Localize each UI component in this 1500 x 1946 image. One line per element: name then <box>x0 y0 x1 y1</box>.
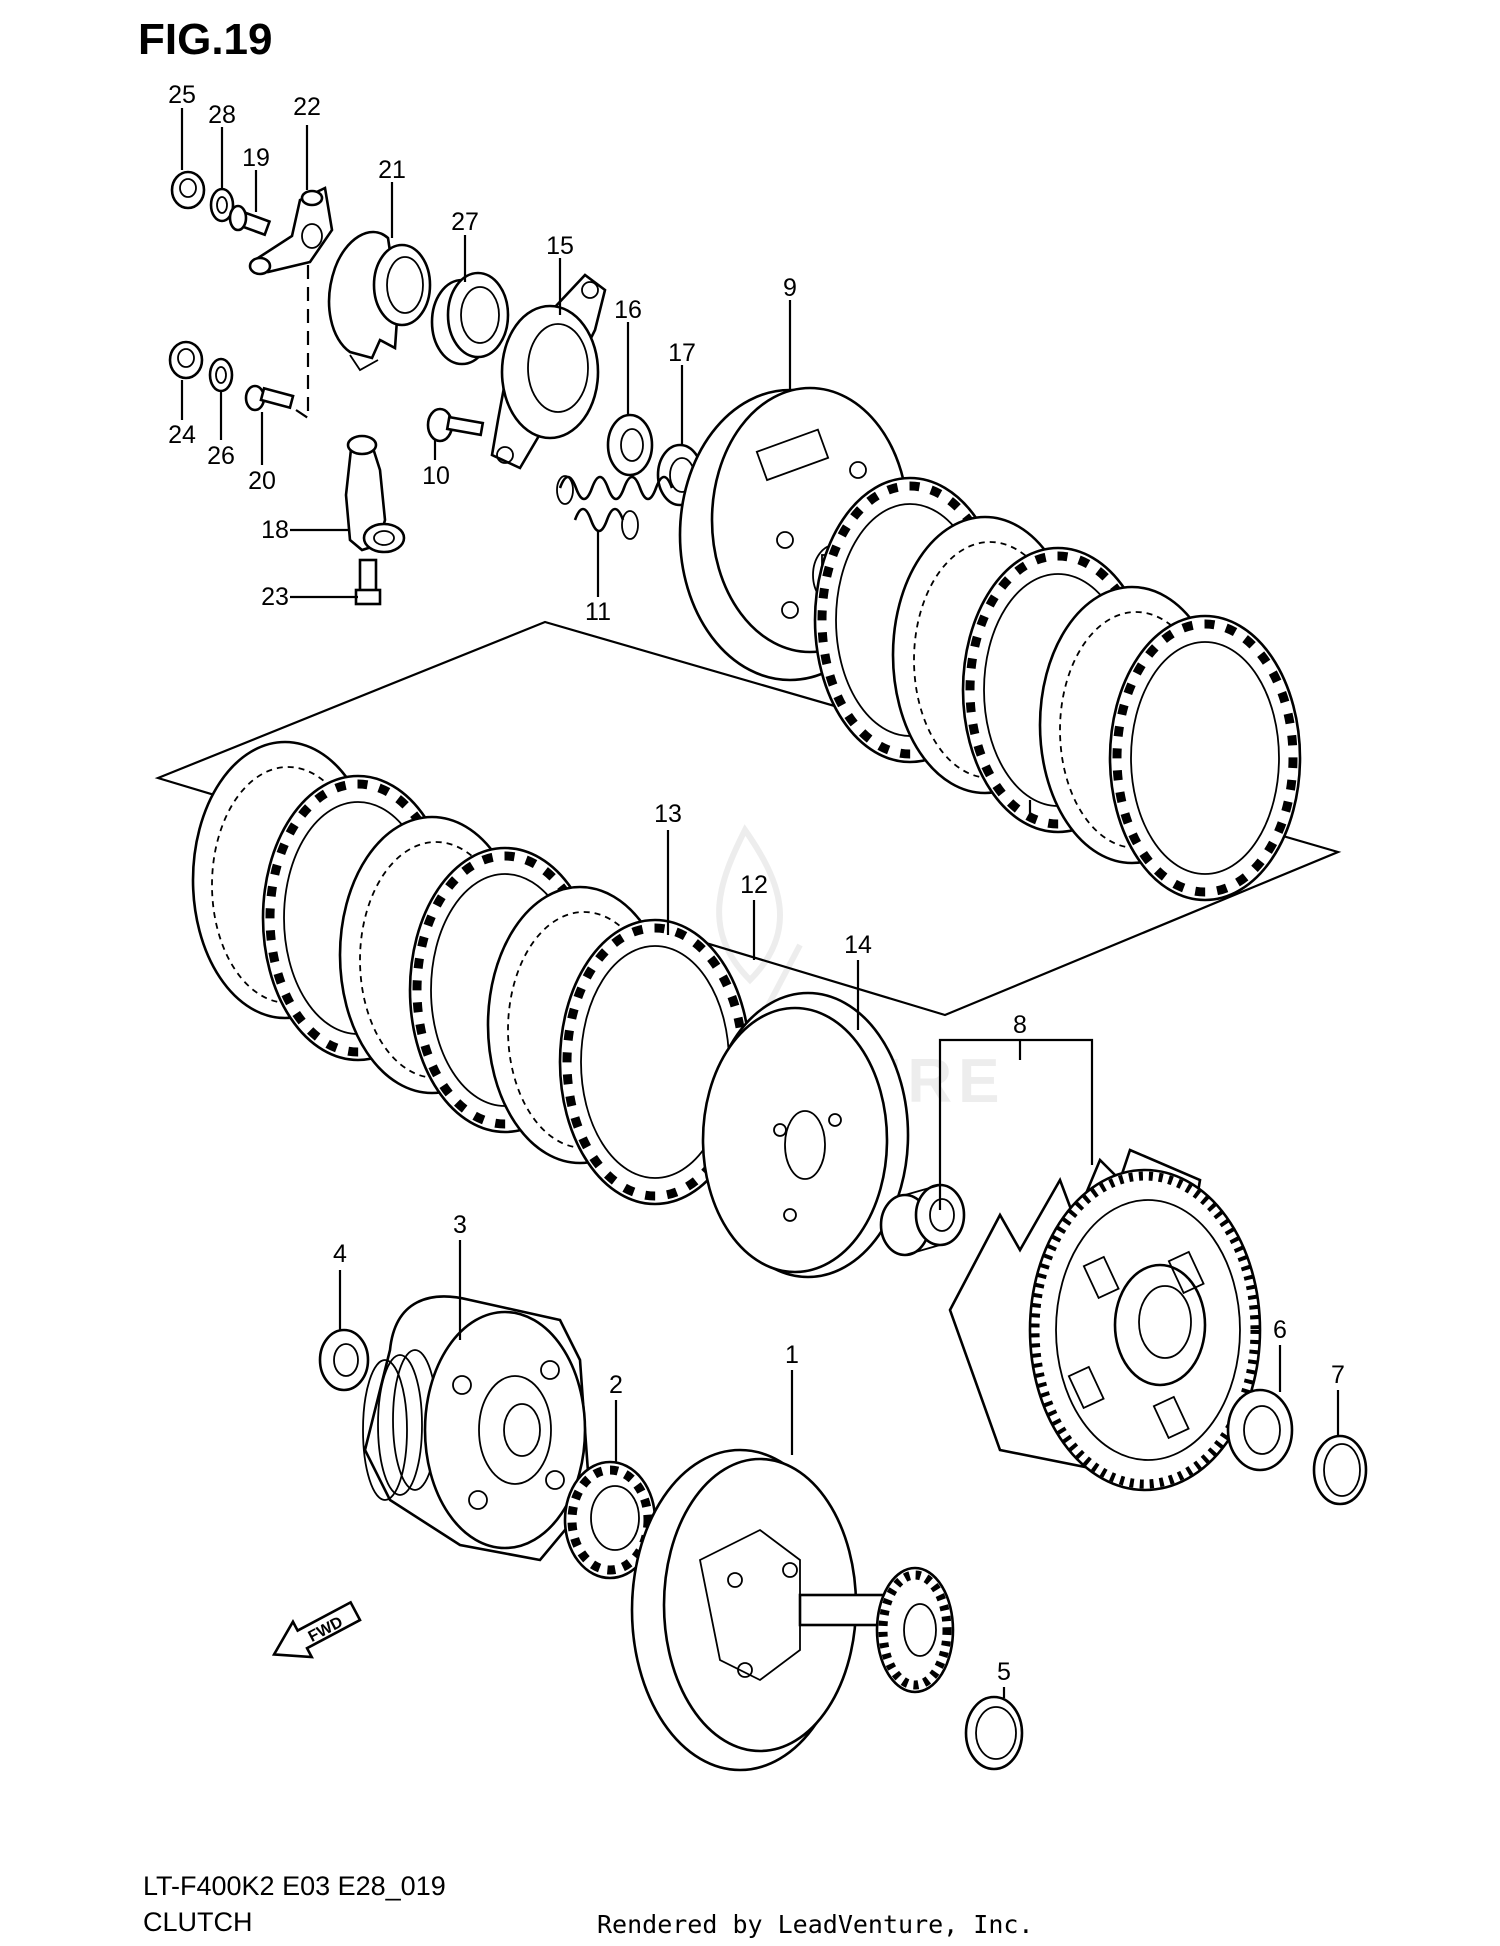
part-28-washer <box>209 187 235 223</box>
callout-17: 17 <box>668 339 696 367</box>
callout-9: 9 <box>783 274 797 302</box>
part-16-nut <box>606 413 654 477</box>
leader-dash-22-20 <box>295 265 310 421</box>
part-25-nut <box>170 170 206 210</box>
part-15-retainer <box>490 273 607 470</box>
figure-title: FIG.19 <box>138 15 273 64</box>
callout-24: 24 <box>168 421 196 449</box>
part-5-washer <box>964 1695 1024 1771</box>
part-11-springs <box>556 475 674 540</box>
callout-21: 21 <box>378 156 406 184</box>
leader-lines <box>180 108 1340 1698</box>
part-20-bolt <box>244 384 295 412</box>
part-4-nut <box>318 1328 370 1392</box>
part-18-arm <box>344 434 406 554</box>
part-8-sleeve <box>879 1183 966 1257</box>
callout-27: 27 <box>451 208 479 236</box>
callout-16: 16 <box>614 296 642 324</box>
rendered-by: Rendered by LeadVenture, Inc. <box>597 1910 1034 1939</box>
part-2-one-way-clutch <box>563 1460 657 1580</box>
callout-19: 19 <box>242 144 270 172</box>
friction-plate-c <box>1108 614 1302 902</box>
callout-3: 3 <box>453 1211 467 1239</box>
callout-23: 23 <box>261 583 289 611</box>
callout-20: 20 <box>248 467 276 495</box>
part-24-nut <box>168 340 204 380</box>
part-21-housing <box>327 230 432 372</box>
part-3-shoe-assembly <box>362 1295 592 1562</box>
part-23-bolt <box>354 558 382 606</box>
callout-12: 12 <box>740 871 768 899</box>
part-27-bearing <box>430 271 510 366</box>
part-8-outer-housing <box>948 1148 1262 1492</box>
part-26-washer <box>208 357 234 393</box>
callout-2: 2 <box>609 1371 623 1399</box>
fwd-arrow-icon: FWD <box>271 1600 362 1659</box>
model-code: LT-F400K2 E03 E28_019 <box>143 1871 446 1901</box>
callout-18: 18 <box>261 516 289 544</box>
part-14-seat-plate <box>701 991 910 1279</box>
part-7-ring <box>1312 1434 1368 1506</box>
callout-4: 4 <box>333 1240 347 1268</box>
part-19-bolt <box>228 204 272 237</box>
callout-7: 7 <box>1331 1361 1345 1389</box>
callout-6: 6 <box>1273 1316 1287 1344</box>
part-22-lever <box>248 186 334 276</box>
part-10-bolt <box>426 407 485 443</box>
callout-14: 14 <box>844 931 872 959</box>
callout-8: 8 <box>1013 1011 1027 1039</box>
callout-25: 25 <box>168 81 196 109</box>
callout-26: 26 <box>207 442 235 470</box>
callout-11: 11 <box>585 598 611 626</box>
callout-13: 13 <box>654 800 682 828</box>
callout-22: 22 <box>293 93 321 121</box>
section-name: CLUTCH <box>143 1907 253 1937</box>
callout-5: 5 <box>997 1658 1011 1686</box>
callout-28: 28 <box>208 101 236 129</box>
callout-1: 1 <box>785 1341 799 1369</box>
part-1-clutch-drum <box>630 1448 955 1772</box>
callout-labels: 25 28 19 22 21 27 15 16 17 9 10 11 24 26… <box>168 81 1345 1686</box>
callout-10: 10 <box>422 462 450 490</box>
callout-15: 15 <box>546 232 574 260</box>
part-6-washer <box>1226 1388 1294 1472</box>
